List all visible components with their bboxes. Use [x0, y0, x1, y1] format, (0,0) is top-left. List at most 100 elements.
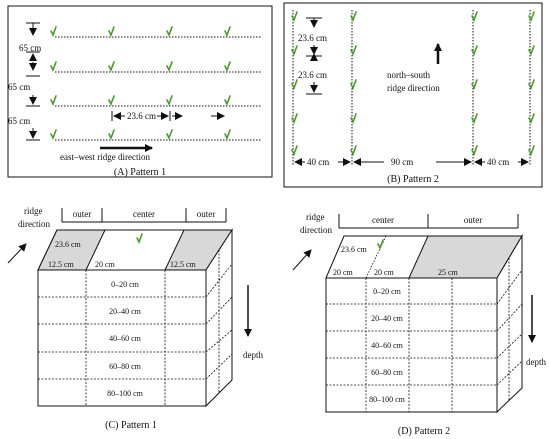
panel-c-zone-outer-right: outer: [197, 209, 216, 219]
plant-icon: [166, 129, 173, 140]
panel-c-width-center: 20 cm: [95, 260, 116, 269]
plant-icon: [224, 129, 231, 140]
panel-a-pattern-1: 65 cm 65 cm 65 cm 23.6 cm east–west ridg…: [7, 5, 273, 178]
plant-icon: [291, 11, 298, 22]
plant-icon: [50, 61, 57, 72]
plant-icon: [377, 239, 384, 250]
panel-d-ridge-direction-line1: ridge: [306, 212, 325, 222]
panel-d-depth-label: depth: [526, 357, 546, 367]
panel-d-pattern-2: ridge direction center outer 23.6 cm 20 …: [292, 212, 546, 437]
panel-d-width-c: 25 cm: [438, 268, 459, 277]
plant-icon: [108, 61, 115, 72]
panel-c-layer-3: 40–60 cm: [109, 334, 142, 343]
panel-d-width-b: 20 cm: [374, 268, 395, 277]
panel-b-caption: (B) Pattern 2: [387, 174, 439, 185]
panel-c-depth-label: depth: [243, 350, 263, 360]
row-spacing-label-2: 65 cm: [8, 82, 30, 92]
panel-c-width-outer-left: 12.5 cm: [48, 260, 75, 269]
plant-icon: [471, 145, 478, 156]
panel-c-ridge-direction-arrow: [7, 243, 27, 264]
panel-c-layer-5: 80–100 cm: [107, 389, 144, 398]
plant-icon: [528, 145, 535, 156]
plant-icon: [291, 45, 298, 56]
plant-icon: [166, 61, 173, 72]
plant-icon: [291, 113, 298, 124]
panel-d-caption: (D) Pattern 2: [398, 426, 450, 437]
plant-icon: [350, 79, 357, 90]
panel-c-layer-1: 0–20 cm: [111, 280, 140, 289]
panel-b-plant-spacing-label-2: 23.6 cm: [298, 70, 327, 80]
panel-b-plant-spacing: [306, 17, 322, 95]
panel-a-row-spacing: [26, 22, 40, 141]
panel-c-layer-4: 60–80 cm: [109, 362, 142, 371]
panel-b-width-left: 40 cm: [307, 157, 329, 167]
plant-icon: [471, 45, 478, 56]
plant-icon: [471, 79, 478, 90]
row-spacing-label-1: 65 cm: [19, 43, 41, 53]
panel-a-frame: [7, 5, 273, 178]
plant-icon: [50, 26, 57, 37]
plant-icon: [528, 79, 535, 90]
plant-icon: [350, 113, 357, 124]
panel-b-direction-line1: north–south: [387, 70, 431, 80]
panel-a-plant-spacing-label: 23.6 cm: [127, 111, 156, 121]
panel-d-layer-4: 60–80 cm: [371, 368, 404, 377]
panel-c-pattern-1: ridge direction outer center outer 23.6 …: [7, 206, 263, 431]
panel-a-plant-spacing: [111, 111, 225, 121]
plant-icon: [350, 11, 357, 22]
plant-icon: [136, 233, 143, 244]
panel-d-zone-header: [338, 214, 519, 229]
panel-b-plant-spacing-label-1: 23.6 cm: [298, 33, 327, 43]
panel-b-width-center: 90 cm: [391, 157, 413, 167]
panel-d-front-face: [325, 277, 498, 413]
panel-c-zone-header: [61, 208, 227, 223]
panel-d-side-face: [496, 234, 523, 414]
plant-icon: [50, 95, 57, 106]
plant-icon: [224, 95, 231, 106]
panel-d-layer-3: 40–60 cm: [371, 341, 404, 350]
panel-a-rows: [55, 36, 262, 141]
panel-a-caption: (A) Pattern 1: [114, 167, 166, 178]
panel-c-grid: [38, 250, 233, 406]
plant-icon: [291, 145, 298, 156]
panel-d-layer-5: 80–100 cm: [369, 395, 406, 404]
plant-icon: [108, 26, 115, 37]
panel-c-zone-outer-left: outer: [73, 209, 92, 219]
panel-c-zone-center: center: [133, 209, 155, 219]
panel-d-layer-1: 0–20 cm: [373, 287, 402, 296]
plant-icon: [471, 11, 478, 22]
plant-icon: [291, 79, 298, 90]
plant-icon: [528, 113, 535, 124]
panel-b-plants: [291, 11, 535, 156]
plant-icon: [224, 61, 231, 72]
panel-d-plant-spacing: 23.6 cm: [341, 245, 368, 254]
plant-icon: [528, 45, 535, 56]
panel-b-direction-line2: ridge direction: [387, 83, 440, 93]
plant-icon: [166, 95, 173, 106]
plant-icon: [224, 26, 231, 37]
panel-c-layer-2: 20–40 cm: [109, 307, 142, 316]
panel-c-ridge-direction-line1: ridge: [24, 206, 43, 216]
plant-icon: [528, 11, 535, 22]
panel-d-ridge-direction-arrow: [292, 249, 312, 271]
panel-d-width-a: 20 cm: [333, 268, 354, 277]
panel-d-zone-center: center: [372, 215, 394, 225]
panel-d-zone-outer: outer: [464, 215, 483, 225]
panel-b-width-right: 40 cm: [487, 157, 509, 167]
plant-icon: [108, 95, 115, 106]
panel-d-layer-2: 20–40 cm: [371, 314, 404, 323]
panel-b-rows: [292, 10, 531, 165]
plant-icon: [166, 26, 173, 37]
plant-icon: [471, 113, 478, 124]
panel-c-ridge-direction-line2: direction: [18, 219, 50, 229]
panel-a-plants: [50, 26, 231, 140]
plant-icon: [350, 45, 357, 56]
panel-b-pattern-2: 23.6 cm 23.6 cm north–south ridge direct…: [283, 2, 543, 188]
panel-d-grid: [326, 258, 523, 412]
plant-icon: [350, 145, 357, 156]
plant-icon: [50, 129, 57, 140]
panel-b-frame: [283, 2, 543, 188]
panel-c-width-outer-right: 12.5 cm: [170, 260, 197, 269]
panel-d-ridge-direction-line2: direction: [300, 225, 332, 235]
plant-icon: [108, 129, 115, 140]
